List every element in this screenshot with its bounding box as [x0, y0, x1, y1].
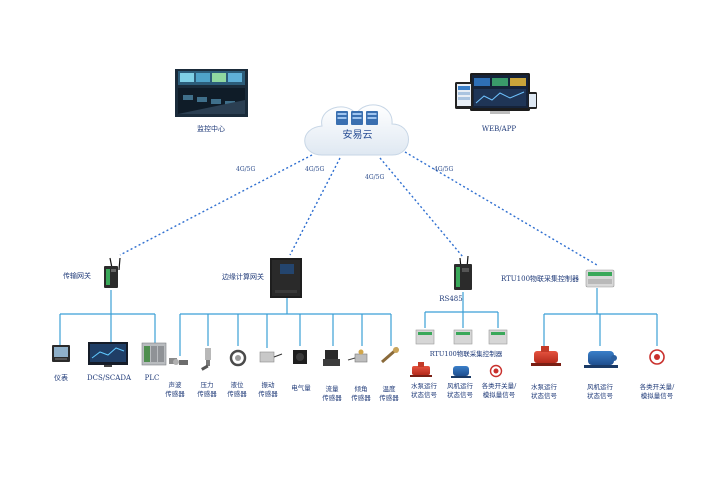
- transmission-gateway-label: 传输网关: [63, 272, 91, 280]
- signal-label: 各类开关量/ 模拟量信号: [479, 382, 519, 400]
- sensor-label-line2: 传感器: [197, 390, 217, 398]
- server-icons: [336, 111, 378, 125]
- network-label-3: 4G/5G: [365, 174, 385, 181]
- signal-label-line2: 模拟量信号: [482, 391, 516, 399]
- signal-label: 各类开关量/ 模拟量信号: [634, 383, 680, 401]
- signal-label: 风机运行 状态信号: [444, 382, 476, 400]
- rs485-label: RS485: [439, 295, 463, 303]
- wireless-links: [119, 151, 598, 266]
- signal-label-line1: 风机运行: [447, 382, 473, 390]
- signal-label-line2: 状态信号: [587, 392, 613, 400]
- level-sensor-icon: [229, 349, 247, 367]
- signal-label-line2: 状态信号: [447, 391, 473, 399]
- switch-signal-icon-2: [649, 349, 665, 365]
- switch-signal-icon-1: [489, 364, 503, 378]
- network-label-1: 4G/5G: [236, 166, 256, 173]
- plc-icon: [141, 342, 167, 366]
- dcs-scada-label: DCS/SCADA: [87, 374, 131, 382]
- monitor-center-label: 监控中心: [197, 125, 225, 133]
- meter-label: 仪表: [54, 374, 68, 382]
- cloud-label: 安易云: [342, 130, 373, 141]
- link-rs485-gateway: [379, 157, 464, 258]
- web-app-devices-image: [455, 73, 537, 114]
- sensor-label: 振动 传感器: [253, 381, 283, 399]
- rtu-module-icon-1: [415, 329, 435, 345]
- sensor-label-line1: 压力: [200, 381, 214, 389]
- sensor-label-line1: 电气量: [291, 384, 311, 392]
- rtu-controller-label: RTU100物联采集控制器: [500, 275, 580, 283]
- cloud-icon: [304, 104, 409, 156]
- signal-label: 水泵运行 状态信号: [528, 383, 560, 401]
- signal-label: 风机运行 状态信号: [584, 383, 616, 401]
- rs485-gateway-icon: [454, 255, 472, 290]
- sensor-label: 温度 传感器: [374, 385, 404, 403]
- signal-label-line2: 模拟量信号: [640, 392, 674, 400]
- sensor-label-line2: 传感器: [165, 390, 185, 398]
- electrical-sensor-icon: [293, 350, 307, 364]
- sensor-label: 流量 传感器: [317, 385, 347, 403]
- link-rtu-controller: [404, 151, 598, 266]
- rtu-group-label: RTU100物联采集控制器: [429, 350, 503, 358]
- temperature-sensor-icon: [381, 346, 399, 364]
- link-edge-gateway: [289, 157, 341, 256]
- web-app-label: WEB/APP: [481, 125, 517, 133]
- monitor-center-image: [175, 69, 248, 117]
- sensor-label: 倾角 传感器: [346, 385, 376, 403]
- sensor-label: 压力 传感器: [192, 381, 222, 399]
- signal-label-line2: 状态信号: [531, 392, 557, 400]
- sensor-label-line1: 液位: [230, 381, 244, 389]
- sensor-label-line1: 倾角: [354, 385, 368, 393]
- fan-motor-icon-2: [584, 351, 618, 368]
- sensor-label-line2: 传感器: [379, 394, 399, 402]
- vibration-sensor-icon: [259, 351, 283, 363]
- sensor-label-line2: 传感器: [227, 390, 247, 398]
- acoustic-sensor-icon: [169, 358, 188, 365]
- signal-label-line1: 水泵运行: [411, 382, 437, 390]
- fan-motor-icon-1: [451, 366, 471, 378]
- rtu-controller-icon: [585, 269, 615, 288]
- edge-gateway-label: 边缘计算网关: [222, 273, 264, 281]
- signal-label: 水泵运行 状态信号: [408, 382, 440, 400]
- meter-icon: [52, 345, 70, 362]
- sensor-label-line2: 传感器: [258, 390, 278, 398]
- sensor-label-line1: 声波: [168, 381, 182, 389]
- flow-sensor-icon: [323, 350, 340, 366]
- sensor-label: 声波 传感器: [160, 381, 190, 399]
- sensor-label: 液位 传感器: [222, 381, 252, 399]
- signal-label-line1: 水泵运行: [531, 383, 557, 391]
- sensor-label-line2: 传感器: [322, 394, 342, 402]
- plc-label: PLC: [144, 374, 160, 382]
- rtu-module-icon-3: [488, 329, 508, 345]
- sensor-label-line1: 流量: [325, 385, 339, 393]
- pressure-sensor-icon: [201, 348, 211, 371]
- water-pump-icon-2: [531, 346, 561, 366]
- network-label-4: 4G/5G: [434, 166, 454, 173]
- signal-label-line1: 各类开关量/: [481, 382, 517, 390]
- tilt-sensor-icon: [347, 349, 368, 363]
- edge-gateway-icon: [270, 258, 302, 298]
- sensor-label: 电气量: [286, 384, 316, 393]
- dcs-scada-screen-icon: [88, 342, 128, 367]
- water-pump-icon-1: [410, 362, 432, 377]
- sensor-label-line1: 振动: [261, 381, 275, 389]
- signal-label-line2: 状态信号: [411, 391, 437, 399]
- sensor-label-line2: 传感器: [351, 394, 371, 402]
- rtu-module-icon-2: [453, 329, 473, 345]
- signal-label-line1: 风机运行: [587, 383, 613, 391]
- network-label-2: 4G/5G: [305, 166, 325, 173]
- sensor-label-line1: 温度: [382, 385, 396, 393]
- transmission-gateway-icon: [104, 257, 121, 288]
- signal-label-line1: 各类开关量/: [639, 383, 675, 391]
- link-transmission-gateway: [119, 154, 313, 256]
- wired-bus-lines: [59, 288, 658, 356]
